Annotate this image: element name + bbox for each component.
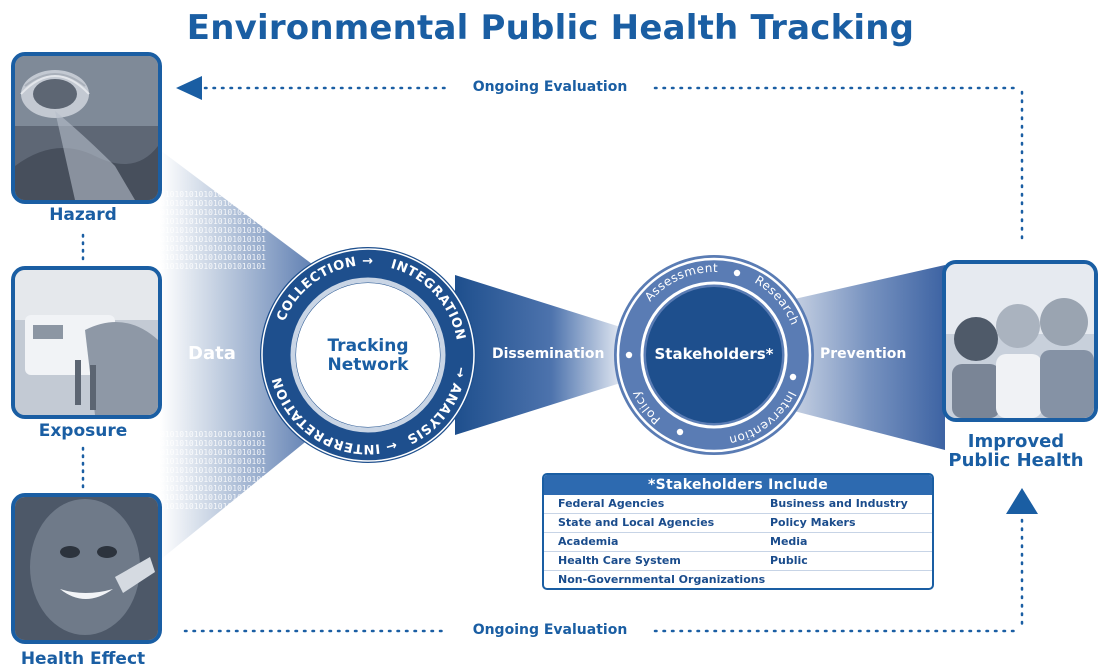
table-row: Academia Media bbox=[544, 533, 932, 552]
page-title: Environmental Public Health Tracking bbox=[186, 8, 915, 48]
dissemination-label: Dissemination bbox=[492, 346, 605, 362]
ongoing-evaluation-top: Ongoing Evaluation bbox=[472, 79, 628, 95]
hazard-photo bbox=[11, 52, 162, 204]
health-effect-label: Health Effect bbox=[20, 649, 146, 669]
exposure-label: Exposure bbox=[38, 421, 128, 441]
data-label: Data bbox=[188, 343, 236, 364]
table-row: Non-Governmental Organizations bbox=[558, 573, 766, 586]
table-row: Federal Agencies Business and Industry bbox=[544, 495, 932, 514]
hazard-label: Hazard bbox=[49, 205, 117, 225]
stakeholders-table-header: *Stakeholders Include bbox=[544, 475, 932, 495]
prevention-beam bbox=[790, 265, 945, 450]
improved-health-label: Improved Public Health bbox=[948, 431, 1084, 471]
prevention-label: Prevention bbox=[820, 346, 907, 362]
table-row: State and Local Agencies Policy Makers bbox=[544, 514, 932, 533]
exposure-photo bbox=[11, 266, 162, 419]
tracking-network-label: Tracking Network bbox=[327, 336, 409, 375]
table-row: Health Care System Public bbox=[544, 552, 932, 571]
health-effect-photo bbox=[11, 493, 162, 644]
stakeholders-table: *Stakeholders Include Federal Agencies B… bbox=[542, 473, 934, 590]
stakeholders-label: Stakeholders* bbox=[654, 345, 774, 363]
dissemination-beam bbox=[455, 275, 630, 435]
ongoing-evaluation-bottom: Ongoing Evaluation bbox=[472, 622, 628, 638]
improved-health-photo bbox=[942, 260, 1098, 422]
data-beam bbox=[160, 150, 320, 560]
